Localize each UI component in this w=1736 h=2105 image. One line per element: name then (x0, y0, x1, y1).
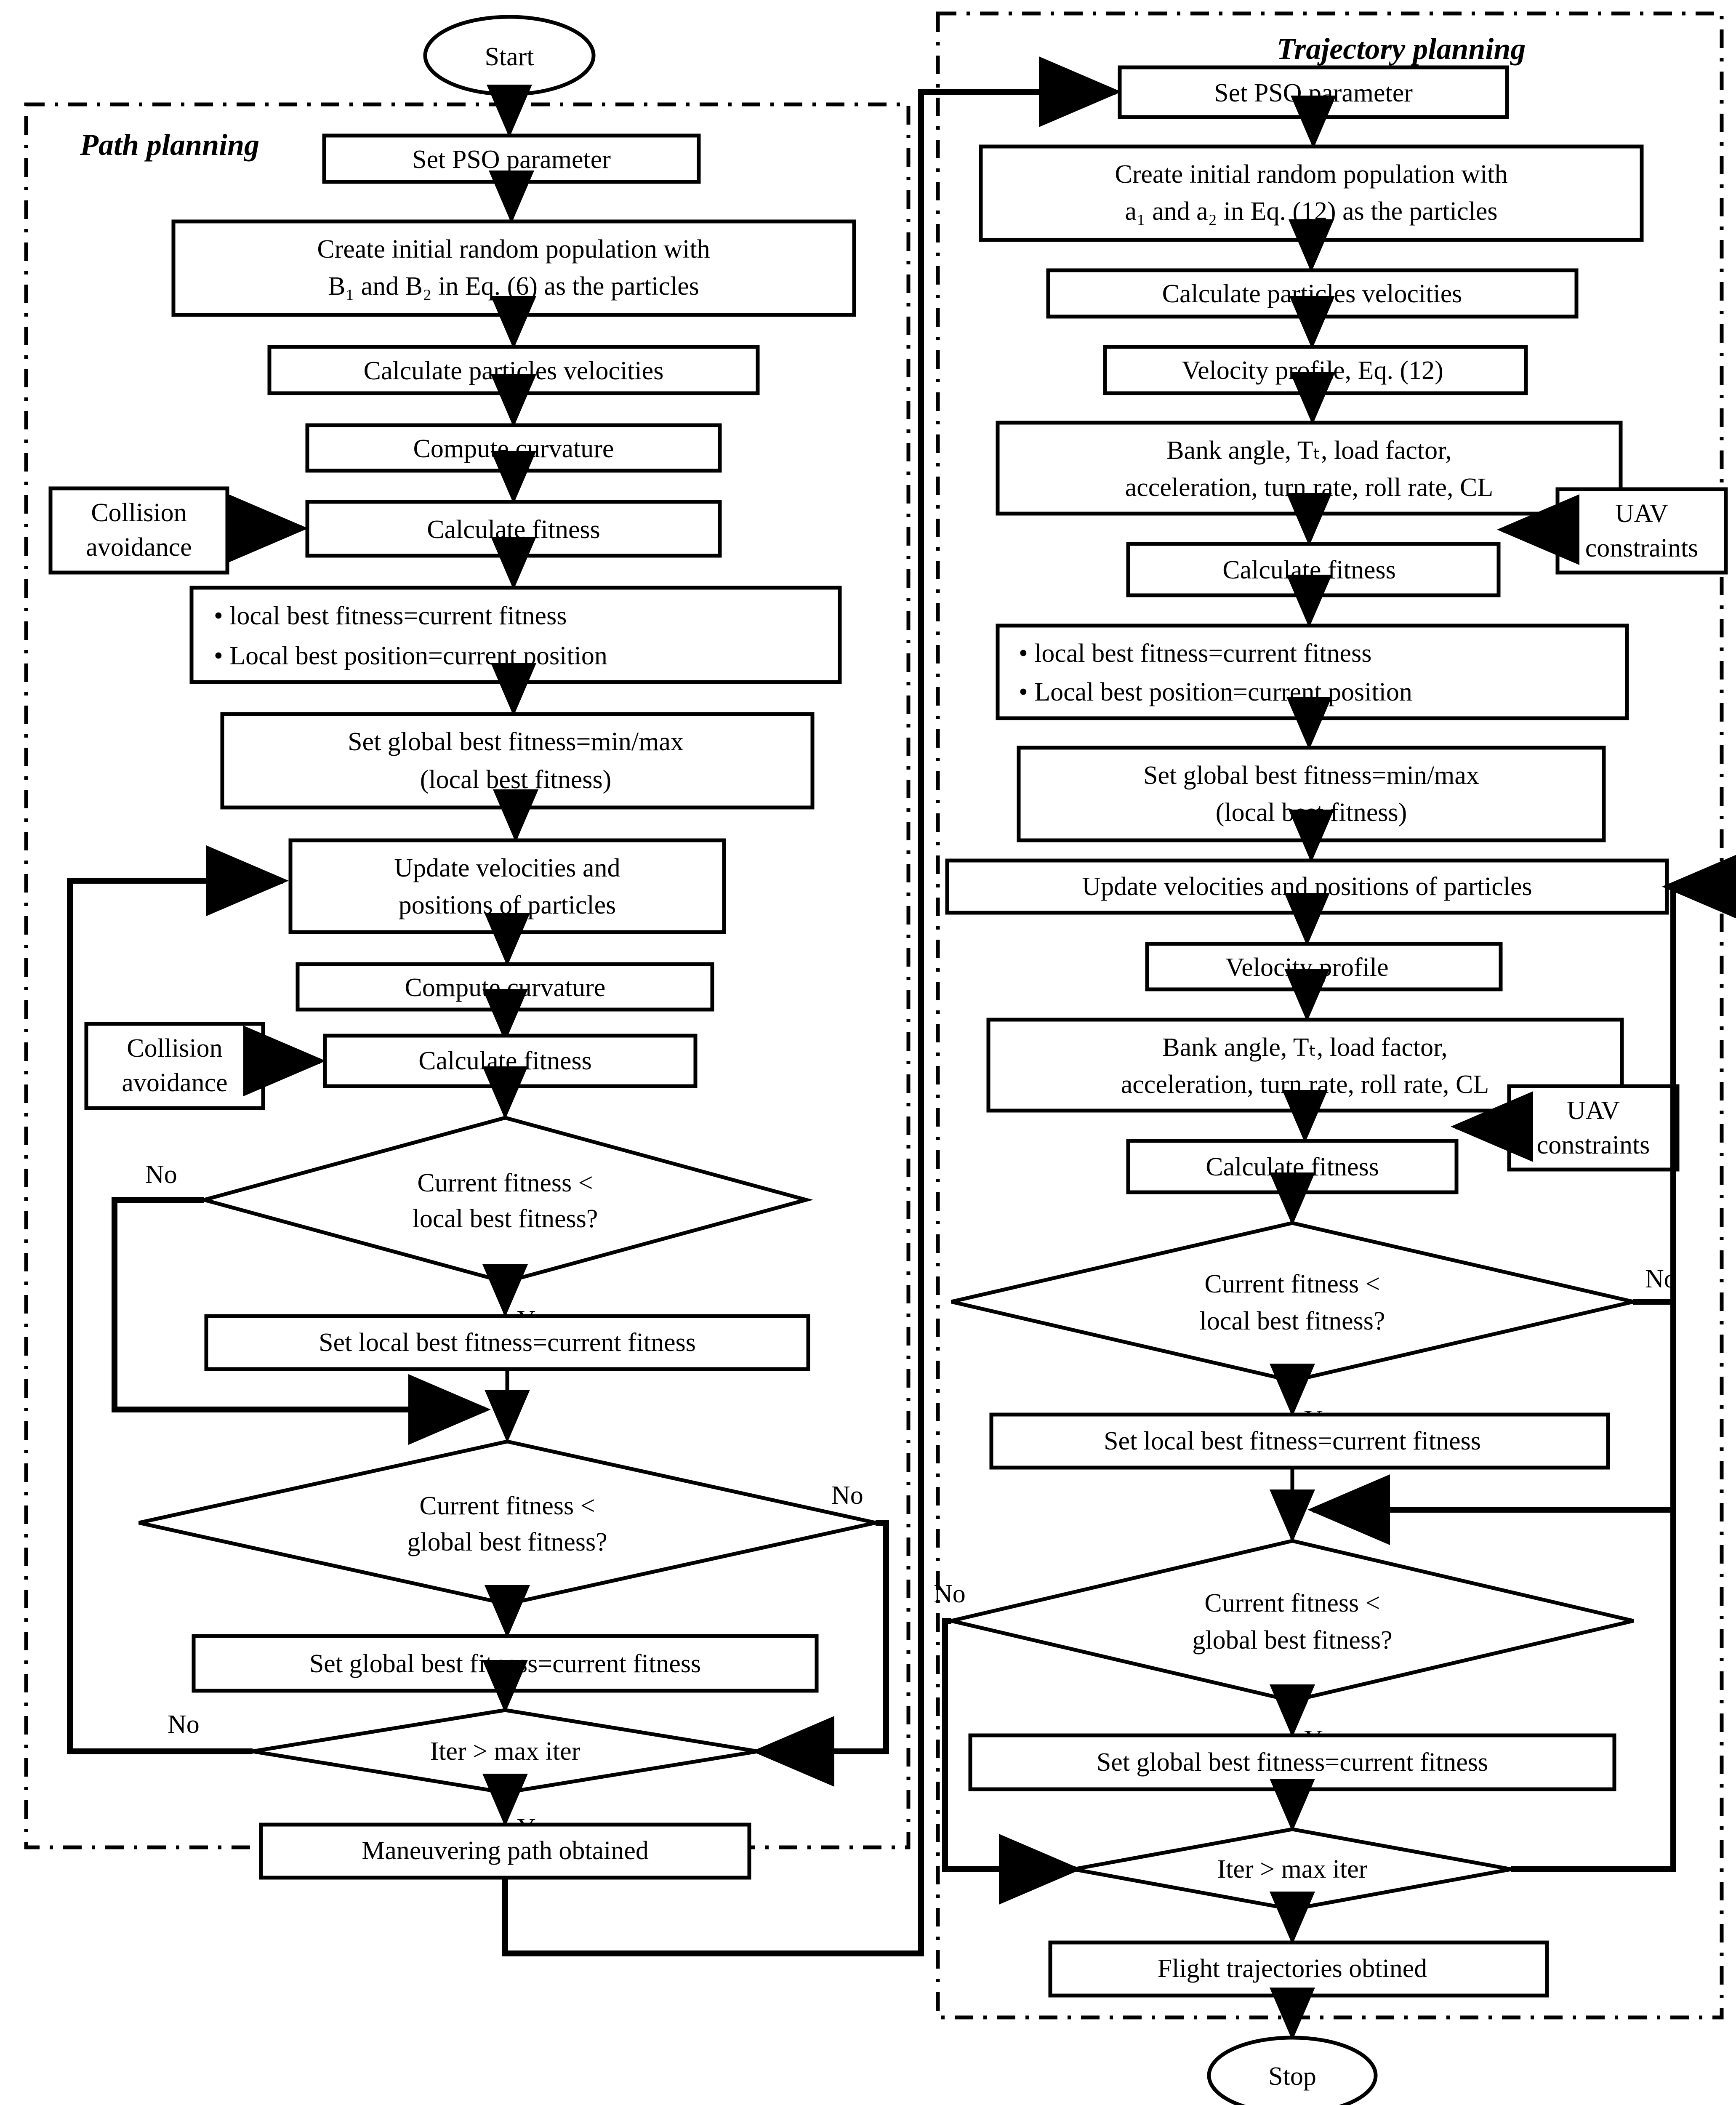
group-label-path-planning: Path planning (80, 128, 259, 162)
node-r-set-local-label: Set local best fitness=current fitness (1104, 1427, 1481, 1455)
node-r-local-best-line1: • local best fitness=current fitness (1019, 639, 1371, 668)
edge-label-no-l-dec-local: No (145, 1160, 177, 1189)
node-l-fitness-2-label: Calculate fitness (418, 1047, 591, 1075)
node-l-local-best-line2: • Local best position=current position (214, 642, 607, 670)
node-r-dec-local-line1: Current fitness < (1204, 1270, 1380, 1298)
edge-l-dec-iter-no-loop (67, 845, 289, 1754)
node-r-uav-1-line2: constraints (1585, 534, 1699, 562)
node-l-create-pop-line2: B₁ and B₂ in Eq. (6) as the particles (328, 272, 699, 301)
edge-label-no-l-dec-iter: No (168, 1710, 200, 1739)
node-r-global-init-line1: Set global best fitness=min/max (1143, 761, 1479, 790)
node-l-collision-1 (48, 486, 229, 575)
node-l-dec-global-line1: Current fitness < (419, 1492, 595, 1520)
group-label-trajectory-planning: Trajectory planning (1277, 32, 1526, 66)
node-l-dec-local-line2: local best fitness? (413, 1204, 598, 1233)
edge-l-dec-local-no (112, 1197, 491, 1445)
node-r-bank-2-line2: acceleration, turn rate, roll rate, CL (1121, 1070, 1489, 1099)
node-l-local-best-line1: • local best fitness=current fitness (214, 602, 567, 630)
node-l-result (259, 1823, 751, 1880)
node-r-uav-2 (1507, 1084, 1680, 1172)
node-l-global-init-line1: Set global best fitness=min/max (348, 727, 684, 756)
node-l-curv-1-label: Compute curvature (413, 434, 614, 463)
terminal-stop (1207, 2036, 1378, 2105)
node-r-dec-local-line2: local best fitness? (1200, 1307, 1385, 1335)
node-r-set-local (989, 1412, 1610, 1470)
node-r-dec-iter-label: Iter > max iter (1217, 1855, 1368, 1884)
node-r-result-label: Flight trajectories obtined (1158, 1954, 1427, 1983)
node-l-curv-2-label: Compute curvature (405, 973, 606, 1002)
node-l-dec-global-line2: global best fitness? (407, 1528, 607, 1556)
node-l-collision-1-line1: Collision (91, 498, 186, 527)
node-r-create-pop-line1: Create initial random population with (1115, 160, 1507, 189)
group-boundary-trajectory-planning (936, 11, 1724, 2020)
node-l-update-line1: Update velocities and (394, 854, 620, 882)
node-r-set-global-label: Set global best fitness=current fitness (1097, 1748, 1488, 1777)
node-r-velprof-2-label: Velocity profile (1225, 953, 1388, 982)
node-r-fitness-2-label: Calculate fitness (1206, 1153, 1379, 1181)
node-l-set-pso-label: Set PSO parameter (412, 145, 611, 174)
node-l-set-global-label: Set global best fitness=current fitness (309, 1649, 701, 1678)
node-l-dec-iter-label: Iter > max iter (430, 1737, 580, 1766)
node-l-fitness-1-label: Calculate fitness (427, 515, 600, 544)
edge-bridge-path-to-trajectory (502, 56, 1121, 1956)
node-l-set-local (204, 1314, 810, 1371)
group-boundary-path-planning (24, 102, 911, 1849)
node-r-local-best-line2: • Local best position=current position (1019, 678, 1412, 706)
node-r-set-pso-label: Set PSO parameter (1214, 79, 1413, 107)
node-l-collision-2-line2: avoidance (122, 1068, 227, 1097)
node-r-uav-2-line1: UAV (1567, 1096, 1620, 1125)
node-r-bank-1-line2: acceleration, turn rate, roll rate, CL (1125, 473, 1493, 502)
node-l-dec-local-line1: Current fitness < (417, 1169, 593, 1197)
edge-label-no-r-dec-global: No (934, 1580, 966, 1608)
node-r-bank-2-line1: Bank angle, Tₜ, load factor, (1162, 1033, 1448, 1062)
node-r-calc-vel-label: Calculate particles velocities (1162, 280, 1462, 308)
node-r-create-pop-line2: a₁ and a₂ in Eq. (12) as the particles (1125, 197, 1497, 226)
node-r-dec-global-line1: Current fitness < (1204, 1589, 1380, 1617)
node-r-velprof-1-label: Velocity profile, Eq. (12) (1182, 356, 1443, 385)
node-r-global-init-line2: (local best fitness) (1216, 798, 1407, 827)
node-r-bank-1-line1: Bank angle, Tₜ, load factor, (1166, 436, 1452, 465)
node-r-dec-global-line2: global best fitness? (1192, 1626, 1392, 1655)
terminal-stop-label: Stop (1268, 2062, 1316, 2091)
node-l-collision-2-line1: Collision (127, 1034, 222, 1063)
node-l-update-line2: positions of particles (399, 891, 616, 919)
node-l-set-local-label: Set local best fitness=current fitness (319, 1328, 696, 1357)
edge-r-dec-global-no (942, 1618, 1081, 1905)
node-l-create-pop-line1: Create initial random population with (317, 235, 710, 264)
edge-label-no-l-dec-global: No (831, 1481, 863, 1510)
node-r-uav-1-line1: UAV (1615, 499, 1669, 528)
node-l-global-init-line2: (local best fitness) (420, 765, 612, 794)
node-l-result-label: Maneuvering path obtained (362, 1836, 649, 1865)
edge-l-dec-global-no (752, 1520, 889, 1787)
node-r-update-label: Update velocities and positions of parti… (1082, 872, 1532, 901)
node-l-calc-vel-label: Calculate particles velocities (364, 357, 664, 385)
terminal-start-label: Start (485, 43, 534, 71)
node-l-collision-1-line2: avoidance (86, 533, 192, 562)
node-r-fitness-1-label: Calculate fitness (1222, 556, 1395, 584)
node-r-uav-2-line2: constraints (1537, 1131, 1650, 1159)
